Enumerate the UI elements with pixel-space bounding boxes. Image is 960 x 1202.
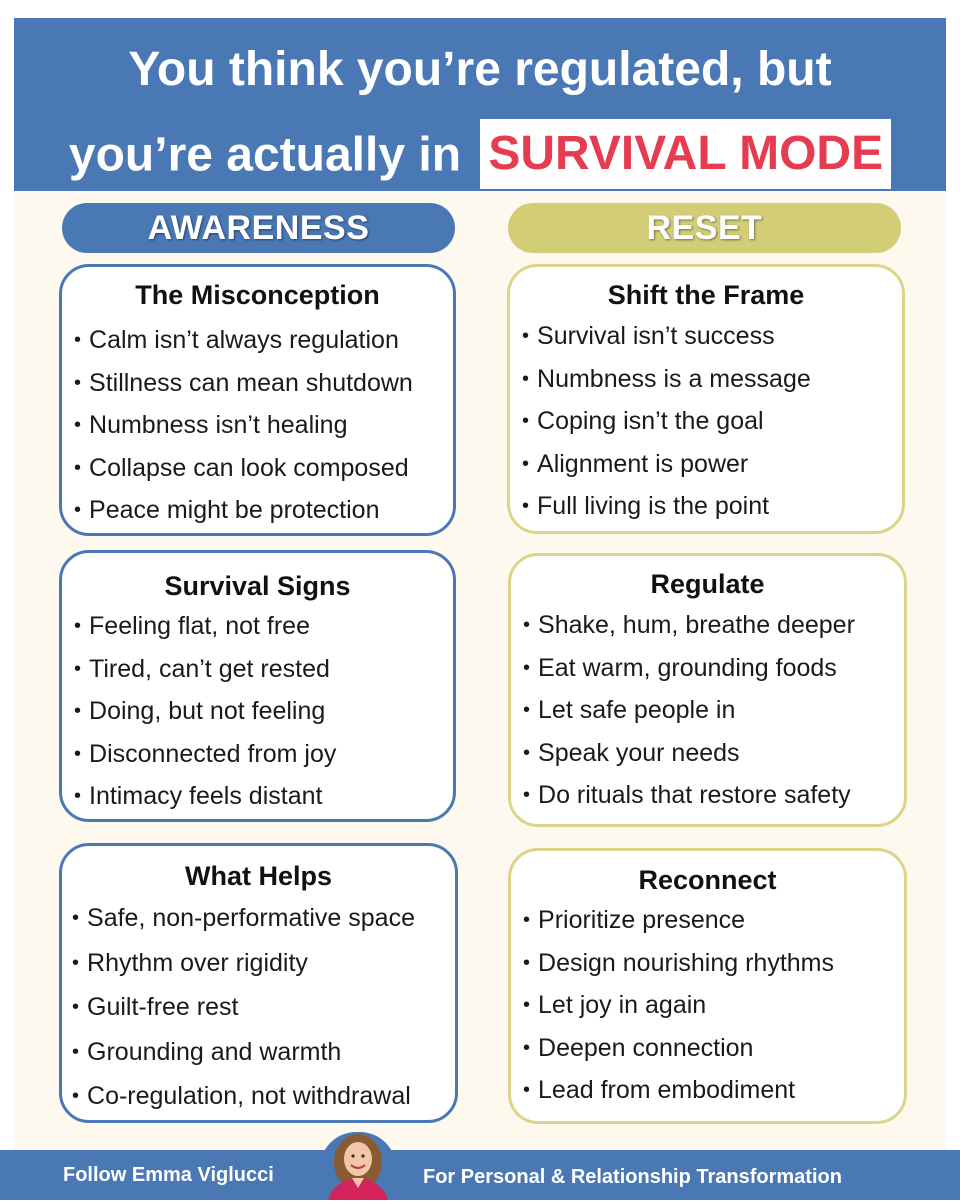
- misconception-card: The Misconception Calm isn’t always regu…: [59, 264, 456, 536]
- list-item: Disconnected from joy: [74, 733, 449, 776]
- list-item: Calm isn’t always regulation: [74, 319, 449, 362]
- list-item: Deepen connection: [523, 1027, 900, 1070]
- list-item: Collapse can look composed: [74, 447, 449, 490]
- list-item: Let safe people in: [523, 689, 900, 732]
- list-item: Doing, but not feeling: [74, 690, 449, 733]
- list-item: Peace might be protection: [74, 489, 449, 532]
- title-line-1: You think you’re regulated, but: [128, 43, 832, 96]
- list-item: Full living is the point: [522, 485, 898, 528]
- bullet-list: Shake, hum, breathe deeper Eat warm, gro…: [523, 604, 900, 817]
- portrait-photo: [320, 1132, 396, 1200]
- card-heading: What Helps: [184, 861, 332, 891]
- list-item: Eat warm, grounding foods: [523, 647, 900, 690]
- list-item: Numbness is a message: [522, 358, 898, 401]
- survival-mode-highlight: SURVIVAL MODE: [480, 119, 892, 189]
- list-item: Survival isn’t success: [522, 315, 898, 358]
- card-heading: The Misconception: [135, 280, 380, 310]
- title-banner: You think you’re regulated, but you’re a…: [14, 18, 946, 191]
- list-item: Shake, hum, breathe deeper: [523, 604, 900, 647]
- follow-credit: Follow Emma Viglucci: [63, 1164, 274, 1186]
- awareness-column-header: AWARENESS: [62, 203, 455, 253]
- title-line-2: you’re actually in SURVIVAL MODE: [14, 119, 946, 193]
- list-item: Numbness isn’t healing: [74, 404, 449, 447]
- what-helps-card: What Helps Safe, non-performative space …: [59, 843, 458, 1123]
- avatar: [320, 1132, 396, 1200]
- reset-column-header: RESET: [508, 203, 901, 253]
- bullet-list: Safe, non-performative space Rhythm over…: [72, 896, 451, 1119]
- bullet-list: Survival isn’t success Numbness is a mes…: [522, 315, 898, 528]
- shift-the-frame-card: Shift the Frame Survival isn’t success N…: [507, 264, 905, 534]
- bullet-list: Feeling flat, not free Tired, can’t get …: [74, 605, 449, 818]
- list-item: Guilt-free rest: [72, 985, 451, 1030]
- footer-bar: Follow Emma Viglucci For Personal & Rela…: [0, 1150, 960, 1200]
- list-item: Prioritize presence: [523, 899, 900, 942]
- bullet-list: Prioritize presence Design nourishing rh…: [523, 899, 900, 1112]
- bullet-list: Calm isn’t always regulation Stillness c…: [74, 319, 449, 532]
- list-item: Do rituals that restore safety: [523, 774, 900, 817]
- list-item: Feeling flat, not free: [74, 605, 449, 648]
- footer-tagline: For Personal & Relationship Transformati…: [423, 1166, 842, 1188]
- list-item: Alignment is power: [522, 443, 898, 486]
- title-prefix: you’re actually in: [68, 128, 462, 182]
- list-item: Rhythm over rigidity: [72, 941, 451, 986]
- list-item: Tired, can’t get rested: [74, 648, 449, 691]
- list-item: Design nourishing rhythms: [523, 942, 900, 985]
- card-heading: Regulate: [650, 569, 765, 599]
- reconnect-card: Reconnect Prioritize presence Design nou…: [508, 848, 907, 1124]
- list-item: Grounding and warmth: [72, 1030, 451, 1075]
- list-item: Speak your needs: [523, 732, 900, 775]
- card-heading: Shift the Frame: [607, 280, 805, 310]
- list-item: Coping isn’t the goal: [522, 400, 898, 443]
- list-item: Lead from embodiment: [523, 1069, 900, 1112]
- survival-signs-card: Survival Signs Feeling flat, not free Ti…: [59, 550, 456, 822]
- list-item: Co-regulation, not withdrawal: [72, 1074, 451, 1119]
- list-item: Stillness can mean shutdown: [74, 362, 449, 405]
- card-heading: Survival Signs: [164, 571, 351, 601]
- regulate-card: Regulate Shake, hum, breathe deeper Eat …: [508, 553, 907, 827]
- list-item: Intimacy feels distant: [74, 775, 449, 818]
- card-heading: Reconnect: [638, 865, 777, 895]
- list-item: Let joy in again: [523, 984, 900, 1027]
- list-item: Safe, non-performative space: [72, 896, 451, 941]
